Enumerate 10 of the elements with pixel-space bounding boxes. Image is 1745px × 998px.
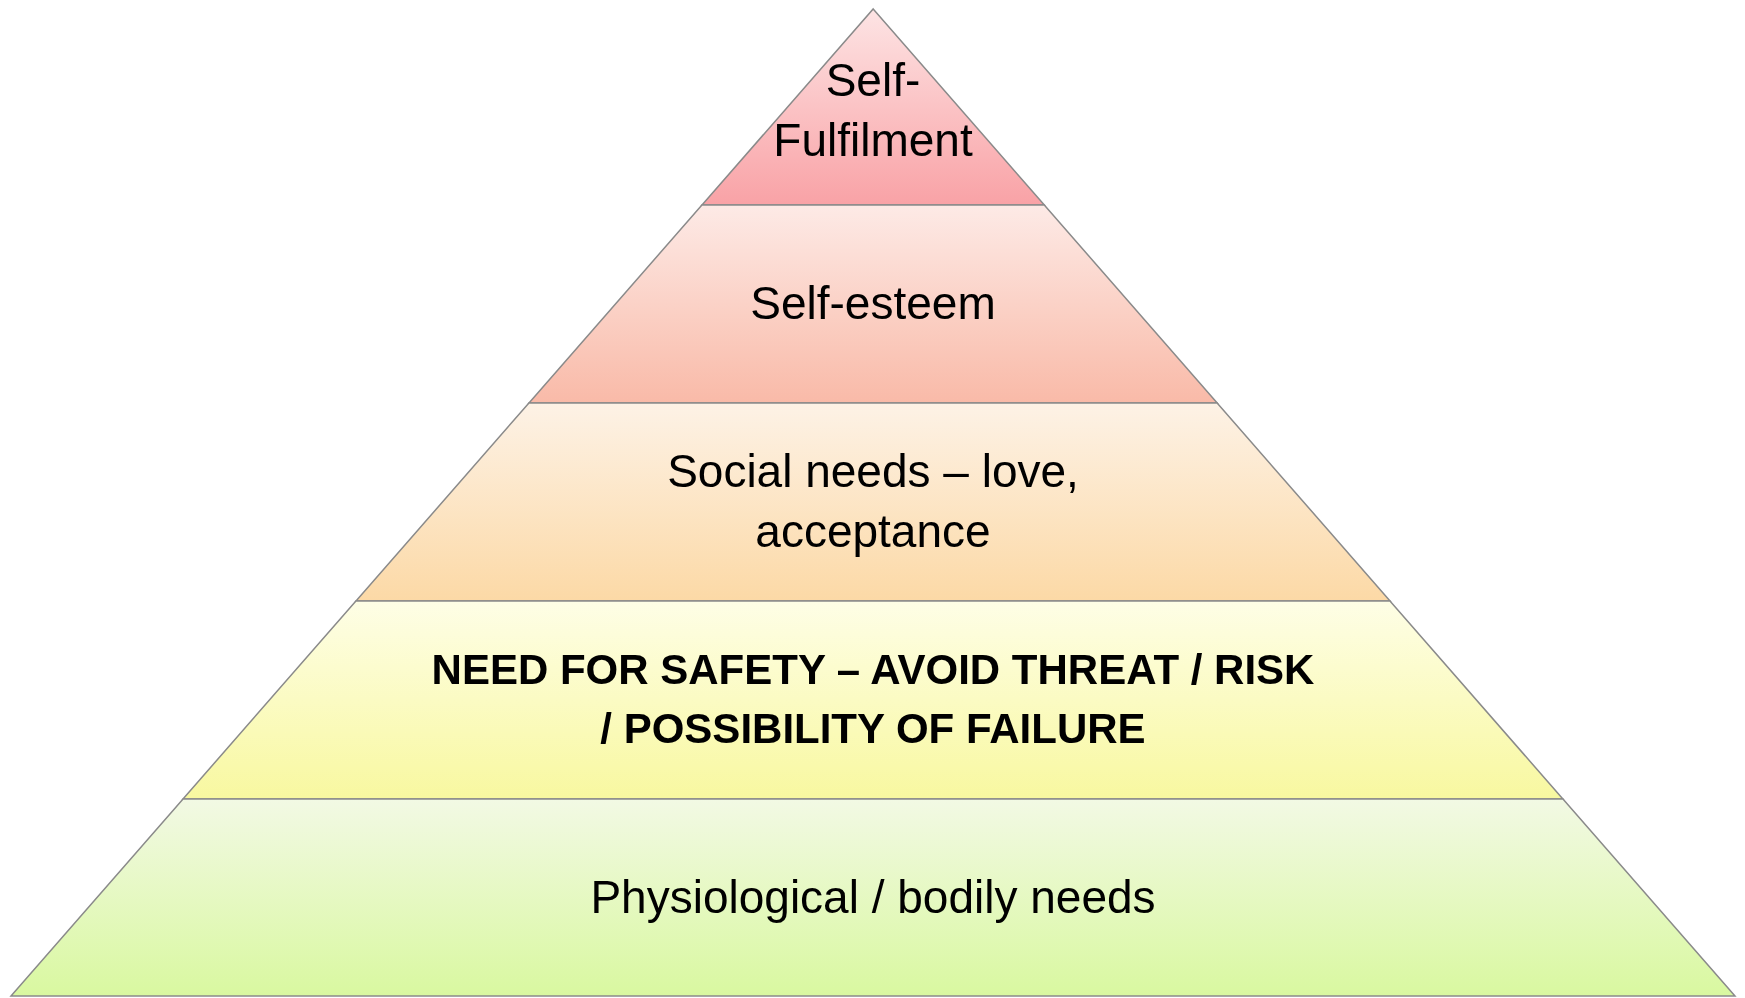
layer-label: Self-Fulfilment <box>772 53 974 168</box>
pyramid-layer <box>11 799 1735 996</box>
layer-label: Self-esteem <box>750 276 996 332</box>
layer-label: NEED FOR SAFETY – AVOID THREAT / RISK / POSSIBILITY OF FAILURE <box>430 645 1316 754</box>
pyramid-layer <box>528 205 1218 403</box>
pyramid-layer <box>355 403 1390 601</box>
layer-label: Physiological / bodily needs <box>590 869 1156 925</box>
layer-label: Social needs – love, acceptance <box>666 444 1080 559</box>
pyramid-layer <box>701 9 1045 205</box>
pyramid-layer <box>183 601 1563 799</box>
